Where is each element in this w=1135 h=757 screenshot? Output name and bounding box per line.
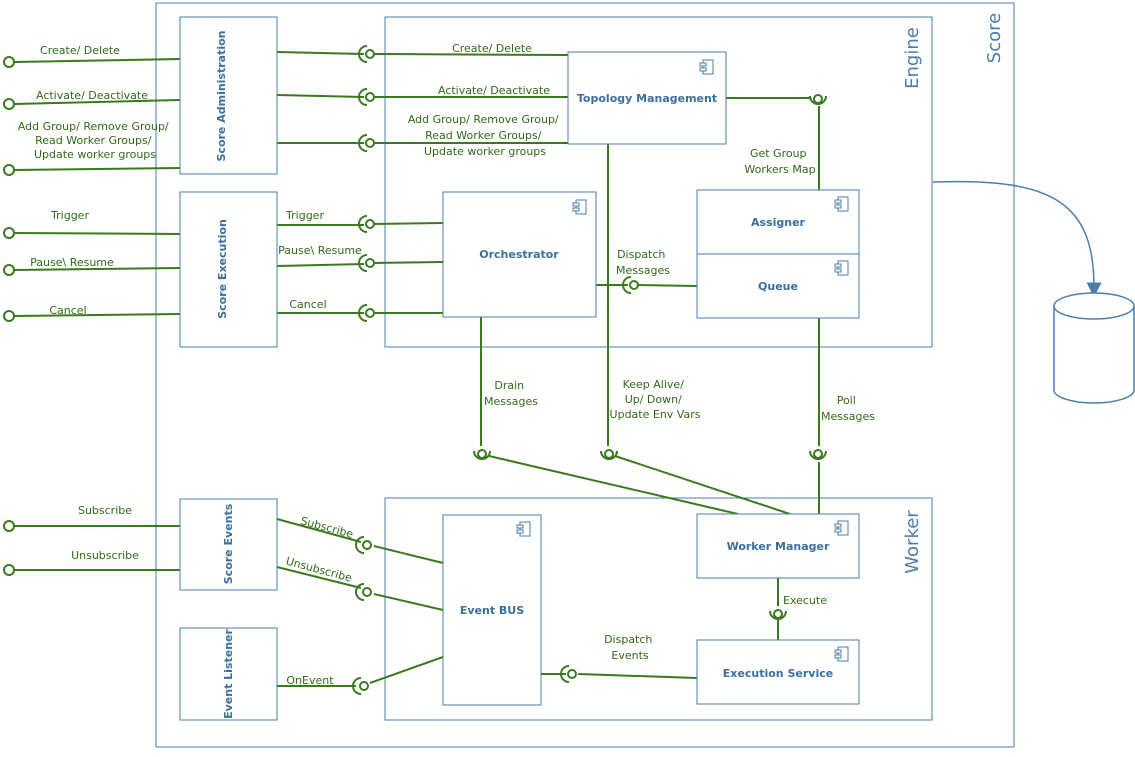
event-listener-label: Event Listener <box>222 629 235 719</box>
dispatch-messages-label: Dispatch Messages <box>616 248 670 277</box>
score-execution-label: Score Execution <box>216 219 229 319</box>
component-icon <box>837 260 849 276</box>
drain-messages-label: Drain Messages <box>484 379 538 408</box>
component-icon <box>519 521 531 537</box>
score-execution-box <box>179 191 278 348</box>
execute-label: Execute <box>783 594 827 607</box>
get-group-workers-map-label: Get Group Workers Map <box>744 147 815 176</box>
score-frame-title: Score <box>984 13 1005 63</box>
ext-activate-deactivate-label: Activate/ Deactivate <box>36 89 148 102</box>
keep-alive-label: Keep Alive/ Up/ Down/ Update Env Vars <box>610 378 701 421</box>
engine-frame <box>384 16 933 348</box>
worker-frame-title: Worker <box>902 510 923 574</box>
component-icon <box>702 59 714 75</box>
worker-frame <box>384 497 933 721</box>
worker-manager-label: Worker Manager <box>727 540 830 553</box>
topology-management-label: Topology Management <box>577 92 717 105</box>
int-cancel-label: Cancel <box>289 298 326 311</box>
event-listener-box <box>179 627 278 721</box>
assigner-label: Assigner <box>751 216 806 229</box>
int-subscribe-label: Subscribe <box>299 514 355 541</box>
queue-component: Queue <box>696 253 860 319</box>
execution-service-component: Execution Service <box>696 639 860 705</box>
ext-subscribe-label: Subscribe <box>78 504 132 517</box>
ext-unsubscribe-label: Unsubscribe <box>71 549 139 562</box>
int-pause-resume-label: Pause\ Resume <box>278 244 362 257</box>
ext-trigger-label: Trigger <box>50 209 89 222</box>
component-icon <box>837 646 849 662</box>
database-icon <box>1053 292 1135 404</box>
score-frame <box>155 2 1015 748</box>
ext-groups-label: Add Group/ Remove Group/ Read Worker Gro… <box>18 120 172 161</box>
score-administration-label: Score Administration <box>215 30 228 161</box>
score-administration-box <box>179 16 278 175</box>
int-unsubscribe-label: Unsubscribe <box>284 555 353 585</box>
on-event-label: OnEvent <box>286 674 334 687</box>
orchestrator-label: Orchestrator <box>479 248 559 261</box>
int-create-delete-label: Create/ Delete <box>452 42 532 55</box>
int-activate-deactivate-label: Activate/ Deactivate <box>438 84 550 97</box>
worker-manager-component: Worker Manager <box>696 513 860 579</box>
component-icon <box>575 199 587 215</box>
external-connectors <box>13 58 181 571</box>
storage-arrow <box>932 180 1102 298</box>
int-trigger-label: Trigger <box>285 209 324 222</box>
event-bus-component: Event BUS <box>442 514 542 706</box>
ball-socket-joints <box>352 45 827 695</box>
poll-messages-label: Poll Messages <box>821 394 875 423</box>
score-events-label: Score Events <box>222 503 235 584</box>
int-groups-label: Add Group/ Remove Group/ Read Worker Gro… <box>408 113 562 158</box>
ext-pause-resume-label: Pause\ Resume <box>30 256 114 269</box>
topology-management-component: Topology Management <box>567 51 727 145</box>
component-icon <box>837 520 849 536</box>
event-bus-label: Event BUS <box>460 604 524 617</box>
external-ports <box>3 56 15 576</box>
score-events-box <box>179 498 278 591</box>
dispatch-events-label: Dispatch Events <box>604 633 656 662</box>
engine-frame-title: Engine <box>902 27 923 89</box>
execution-service-label: Execution Service <box>723 667 833 680</box>
ext-cancel-label: Cancel <box>49 304 86 317</box>
orchestrator-component: Orchestrator <box>442 191 597 318</box>
ext-create-delete-label: Create/ Delete <box>40 44 120 57</box>
assigner-component: Assigner <box>696 189 860 255</box>
queue-label: Queue <box>758 280 798 293</box>
component-icon <box>837 196 849 212</box>
